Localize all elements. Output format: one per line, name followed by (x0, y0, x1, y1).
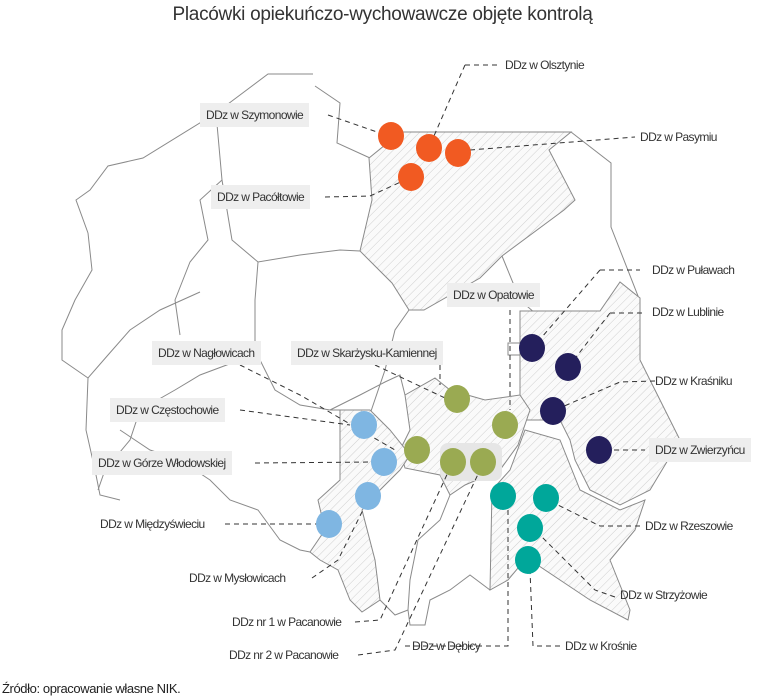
label-krasnik: DDz w Kraśniku (655, 374, 733, 388)
facility-dots (316, 122, 612, 574)
facility-dot-podkarpackie (515, 546, 541, 574)
facility-dot-podkarpackie (517, 514, 543, 542)
label-opatow: DDz w Opatowie (447, 283, 540, 307)
facility-dot-lubelskie (519, 334, 545, 362)
leader-lines (225, 64, 656, 656)
facility-dot-warminsko-mazurskie (378, 122, 404, 150)
label-olsztyn: DDz w Olsztynie (505, 58, 585, 72)
facility-dot-slaskie (371, 448, 397, 476)
map-title: Placówki opiekuńczo-wychowawcze objęte k… (172, 4, 593, 25)
facility-dot-swietokrzyskie (492, 411, 518, 439)
label-pacoltowo: DDz w Pacółtowie (211, 185, 311, 209)
label-myslowice: DDz w Mysłowicach (189, 571, 286, 585)
facility-dot-lubelskie (540, 397, 566, 425)
label-czestochowa: DDz w Częstochowie (110, 398, 225, 422)
hatched-regions (309, 131, 681, 621)
label-naglowice: DDz w Nagłowicach (152, 341, 261, 365)
label-miedzyswiec: DDz w Międzyświeciu (100, 517, 205, 531)
facility-dot-lubelskie (586, 436, 612, 464)
label-pulawy: DDz w Puławach (652, 263, 735, 277)
facility-dot-slaskie (351, 411, 377, 439)
facility-dot-warminsko-mazurskie (416, 134, 442, 162)
region-podkarpackie (489, 429, 646, 621)
facility-dot-swietokrzyskie (404, 436, 430, 464)
label-strzyzow: DDz w Strzyżowie (620, 588, 708, 602)
facility-dot-swietokrzyskie (444, 385, 470, 413)
label-pacanow1: DDz nr 1 w Pacanowie (232, 615, 342, 629)
label-rzeszow: DDz w Rzeszowie (645, 519, 733, 533)
facility-dot-warminsko-mazurskie (398, 163, 424, 191)
source-note: Źródło: opracowanie własne NIK. (2, 681, 181, 696)
label-skarzysko: DDz w Skarżysku-Kamiennej (291, 341, 443, 365)
region-lubelskie (519, 281, 681, 506)
facility-dot-podkarpackie (490, 482, 516, 510)
label-debica: DDz w Dębicy (412, 639, 481, 653)
facility-dot-podkarpackie (533, 484, 559, 512)
label-pasym: DDz w Pasymiu (640, 130, 717, 144)
facility-dot-swietokrzyskie (470, 448, 496, 476)
label-zwierzyniec: DDz w Zwierzyńcu (649, 438, 751, 462)
facility-dot-slaskie (355, 482, 381, 510)
label-szymonowo: DDz w Szymonowie (200, 103, 310, 127)
label-pacanow2: DDz nr 2 w Pacanowie (229, 648, 339, 662)
label-gora-wlodowska: DDz w Górze Włodowskiej (92, 451, 232, 475)
facility-dot-slaskie (316, 510, 342, 538)
label-lublin: DDz w Lublinie (652, 305, 724, 319)
label-krosno: DDz w Krośnie (565, 639, 637, 653)
facility-dot-swietokrzyskie (440, 448, 466, 476)
facility-dot-warminsko-mazurskie (445, 139, 471, 167)
facility-dot-lubelskie (555, 353, 581, 381)
